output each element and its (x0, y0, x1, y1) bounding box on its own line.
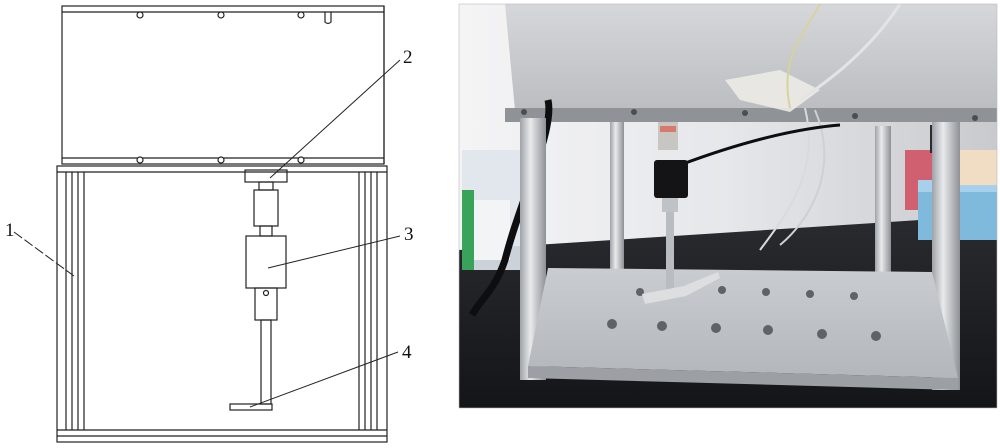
plate-studs (607, 286, 881, 341)
device-photo (458, 3, 998, 409)
top-housing (61, 5, 385, 165)
force-sensor (245, 235, 287, 289)
callout-4: 4 (402, 342, 412, 363)
frame (56, 165, 388, 443)
probe-assembly (229, 169, 288, 411)
left-column (65, 172, 85, 430)
callout-2: 2 (403, 47, 413, 68)
probe-tip (229, 403, 273, 411)
leader-lines (13, 59, 401, 408)
callout-1: 1 (5, 220, 15, 241)
callout-3: 3 (404, 224, 414, 245)
housing-screws (136, 11, 305, 164)
right-column (358, 172, 378, 430)
technical-drawing (13, 5, 401, 443)
